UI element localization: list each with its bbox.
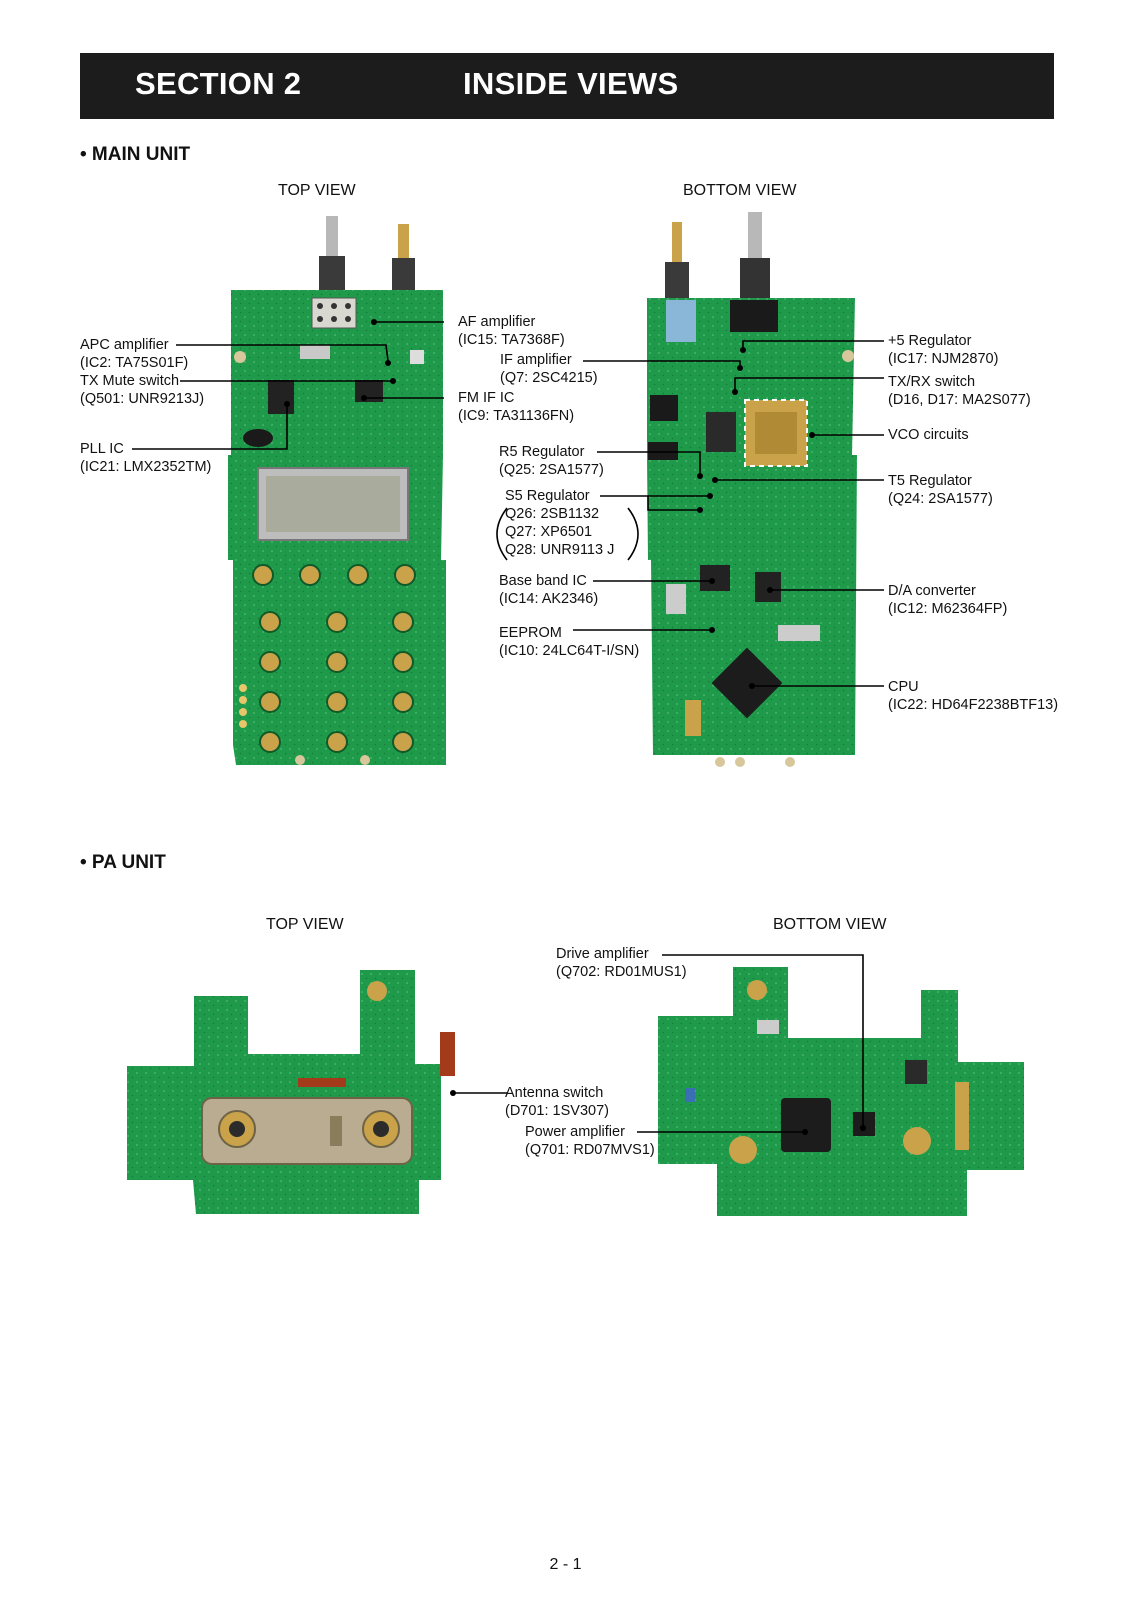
- callout-tx-rx-switch: TX/RX switch (D16, D17: MA2S077): [888, 374, 1031, 408]
- section-title: INSIDE VIEWS: [463, 66, 679, 101]
- callout-t5-regulator: T5 Regulator (Q24: 2SA1577): [888, 473, 993, 507]
- section-banner: SECTION 2 INSIDE VIEWS: [80, 53, 1054, 119]
- pa-bottom-view-label: BOTTOM VIEW: [773, 916, 887, 933]
- callout-cpu: CPU (IC22: HD64F2238BTF13): [888, 679, 1059, 713]
- main-top-board: [228, 216, 446, 765]
- callout-plus5-regulator: +5 Regulator (IC17: NJM2870): [888, 333, 999, 367]
- callout-r5-regulator: R5 Regulator (Q25: 2SA1577): [499, 444, 604, 478]
- callout-lines: [132, 321, 884, 1133]
- callout-pll-ic: PLL IC (IC21: LMX2352TM): [80, 441, 212, 475]
- pa-top-board: [127, 970, 455, 1214]
- callout-drive-amplifier: Drive amplifier (Q702: RD01MUS1): [556, 946, 687, 980]
- main-bottom-board: [647, 212, 857, 767]
- callout-apc-amplifier: APC amplifier (IC2: TA75S01F): [80, 337, 189, 371]
- page-number: 2 - 1: [549, 1556, 582, 1573]
- section-number: SECTION 2: [135, 66, 302, 101]
- callout-s5-regulator: S5 Regulator Q26: 2SB1132 Q27: XP6501 Q2…: [505, 488, 615, 558]
- main-unit-heading: • MAIN UNIT: [80, 144, 191, 165]
- pa-bottom-board: [658, 967, 1024, 1216]
- callout-af-amplifier: AF amplifier (IC15: TA7368F): [458, 314, 565, 348]
- main-bottom-view-label: BOTTOM VIEW: [683, 182, 797, 199]
- pa-top-view-label: TOP VIEW: [266, 916, 344, 933]
- pa-unit-heading: • PA UNIT: [80, 852, 166, 873]
- main-top-view-label: TOP VIEW: [278, 182, 356, 199]
- callout-eeprom: EEPROM (IC10: 24LC64T-I/SN): [499, 625, 640, 659]
- callout-power-amplifier: Power amplifier (Q701: RD07MVS1): [525, 1124, 655, 1158]
- callout-if-amplifier: IF amplifier (Q7: 2SC4215): [500, 352, 598, 386]
- callout-fm-if-ic: FM IF IC (IC9: TA31136FN): [458, 390, 575, 424]
- callout-base-band-ic: Base band IC (IC14: AK2346): [499, 573, 599, 607]
- callout-tx-mute-switch: TX Mute switch (Q501: UNR9213J): [80, 373, 205, 407]
- callout-antenna-switch: Antenna switch (D701: 1SV307): [505, 1085, 609, 1119]
- callout-da-converter: D/A converter (IC12: M62364FP): [888, 583, 1008, 617]
- callout-vco-circuits: VCO circuits: [888, 427, 969, 443]
